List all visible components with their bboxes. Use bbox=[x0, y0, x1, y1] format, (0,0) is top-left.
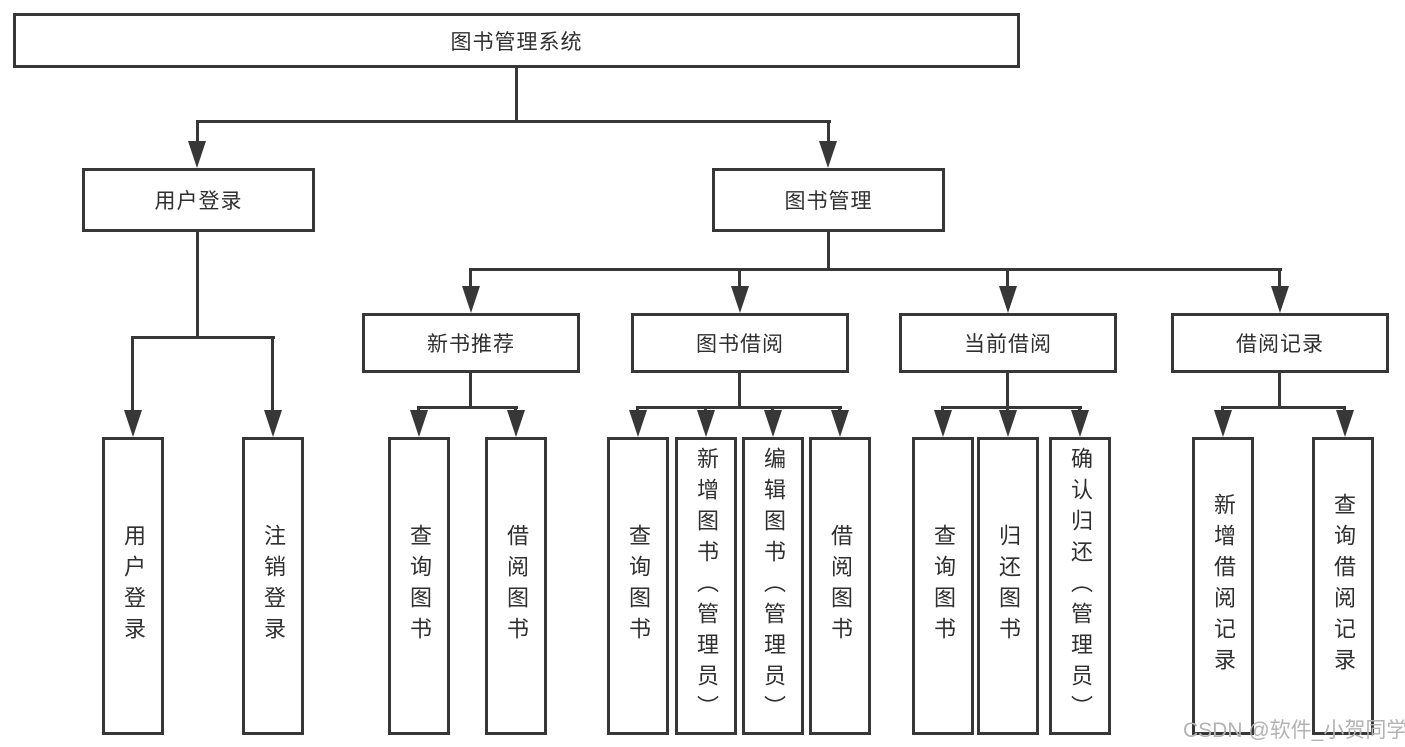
leaf-return-book-label: 归还图书 bbox=[996, 524, 1021, 648]
leaf-user-login: 用户登录 bbox=[102, 437, 164, 735]
leaf-add-borrow-record-label: 新增借阅记录 bbox=[1211, 493, 1236, 679]
arrowhead-confirm-return-admin bbox=[1071, 410, 1089, 437]
node-borrow-records: 借阅记录 bbox=[1171, 313, 1389, 373]
connector-current-borrow-branch bbox=[941, 406, 1082, 409]
node-new-book-recommend-label: 新书推荐 bbox=[427, 333, 515, 356]
arrowhead-current-borrow bbox=[999, 286, 1017, 313]
leaf-logout: 注销登录 bbox=[242, 437, 304, 735]
leaf-edit-book-admin-label: 编辑图书（管理员） bbox=[761, 446, 786, 726]
leaf-add-book-admin: 新增图书（管理员） bbox=[675, 437, 737, 735]
arrowhead-new-book-recommend bbox=[462, 286, 480, 313]
connector-stub-book-borrow bbox=[738, 268, 741, 290]
arrowhead-leaf-user-login bbox=[124, 410, 142, 437]
leaf-confirm-return-admin-label: 确认归还（管理员） bbox=[1068, 446, 1093, 726]
arrowhead-query-borrow-record bbox=[1336, 410, 1354, 437]
connector-new-book-recommend-branch bbox=[417, 406, 518, 409]
leaf-confirm-return-admin: 确认归还（管理员） bbox=[1049, 437, 1111, 735]
arrowhead-book-borrow bbox=[731, 286, 749, 313]
arrowhead-add-book-admin bbox=[697, 410, 715, 437]
connector-user-login-trunk bbox=[196, 232, 199, 339]
arrowhead-borrow-books-1 bbox=[507, 410, 525, 437]
connector-book-management-trunk bbox=[827, 232, 830, 271]
arrowhead-query-books-1 bbox=[410, 410, 428, 437]
leaf-borrow-books-2: 借阅图书 bbox=[809, 437, 871, 735]
connector-stub-current-borrow bbox=[1006, 268, 1009, 290]
connector-stub-borrow-records bbox=[1278, 268, 1281, 290]
connector-stub-leaf-user-login bbox=[131, 336, 134, 413]
arrowhead-add-borrow-record bbox=[1214, 410, 1232, 437]
arrowhead-borrow-books-2 bbox=[831, 410, 849, 437]
arrowhead-query-books-3 bbox=[934, 410, 952, 437]
arrowhead-borrow-records bbox=[1271, 286, 1289, 313]
arrowhead-return-book bbox=[999, 410, 1017, 437]
connector-borrow-records-branch bbox=[1221, 406, 1346, 409]
node-current-borrow: 当前借阅 bbox=[899, 313, 1117, 373]
leaf-query-books-1: 查询图书 bbox=[388, 437, 450, 735]
leaf-borrow-books-1-label: 借阅图书 bbox=[504, 524, 529, 648]
node-borrow-records-label: 借阅记录 bbox=[1236, 333, 1324, 356]
connector-book-borrow-trunk bbox=[738, 373, 741, 409]
connector-level2-branch bbox=[196, 120, 831, 123]
leaf-query-books-2: 查询图书 bbox=[607, 437, 669, 735]
node-book-borrow: 图书借阅 bbox=[631, 313, 849, 373]
leaf-borrow-books-1: 借阅图书 bbox=[485, 437, 547, 735]
leaf-borrow-books-2-label: 借阅图书 bbox=[828, 524, 853, 648]
node-user-login: 用户登录 bbox=[82, 168, 315, 232]
leaf-query-books-3: 查询图书 bbox=[912, 437, 974, 735]
arrowhead-user-login bbox=[188, 141, 206, 168]
node-book-management: 图书管理 bbox=[712, 168, 945, 232]
leaf-add-borrow-record: 新增借阅记录 bbox=[1192, 437, 1254, 735]
leaf-query-books-2-label: 查询图书 bbox=[626, 524, 651, 648]
leaf-query-books-3-label: 查询图书 bbox=[931, 524, 956, 648]
node-new-book-recommend: 新书推荐 bbox=[362, 313, 580, 373]
arrowhead-query-books-2 bbox=[629, 410, 647, 437]
connector-stub-new-book-recommend bbox=[469, 268, 472, 290]
connector-level3-branch bbox=[469, 268, 1282, 271]
csdn-watermark: CSDN @软件_小贺同学 bbox=[1183, 719, 1405, 742]
connector-stub-leaf-logout bbox=[271, 336, 274, 413]
leaf-user-login-label: 用户登录 bbox=[121, 524, 146, 648]
arrowhead-edit-book-admin bbox=[764, 410, 782, 437]
connector-root-trunk bbox=[515, 68, 518, 123]
connector-stub-user-login bbox=[196, 120, 199, 144]
node-book-borrow-label: 图书借阅 bbox=[696, 333, 784, 356]
node-book-management-label: 图书管理 bbox=[784, 190, 873, 213]
leaf-add-book-admin-label: 新增图书（管理员） bbox=[694, 446, 719, 726]
leaf-query-borrow-record: 查询借阅记录 bbox=[1312, 437, 1374, 735]
leaf-edit-book-admin: 编辑图书（管理员） bbox=[742, 437, 804, 735]
connector-user-login-branch bbox=[131, 336, 275, 339]
connector-current-borrow-trunk bbox=[1006, 373, 1009, 409]
leaf-logout-label: 注销登录 bbox=[261, 524, 286, 648]
node-root-label: 图书管理系统 bbox=[450, 30, 583, 54]
arrowhead-book-management bbox=[819, 141, 837, 168]
leaf-return-book: 归还图书 bbox=[977, 437, 1039, 735]
leaf-query-books-1-label: 查询图书 bbox=[407, 524, 432, 648]
connector-borrow-records-trunk bbox=[1278, 373, 1281, 409]
node-root: 图书管理系统 bbox=[13, 13, 1020, 68]
connector-new-book-recommend-trunk bbox=[469, 373, 472, 409]
leaf-query-borrow-record-label: 查询借阅记录 bbox=[1331, 493, 1356, 679]
connector-book-borrow-branch bbox=[636, 406, 842, 409]
connector-stub-book-management bbox=[827, 120, 830, 144]
node-user-login-label: 用户登录 bbox=[154, 190, 243, 213]
arrowhead-leaf-logout bbox=[264, 410, 282, 437]
node-current-borrow-label: 当前借阅 bbox=[964, 333, 1052, 356]
